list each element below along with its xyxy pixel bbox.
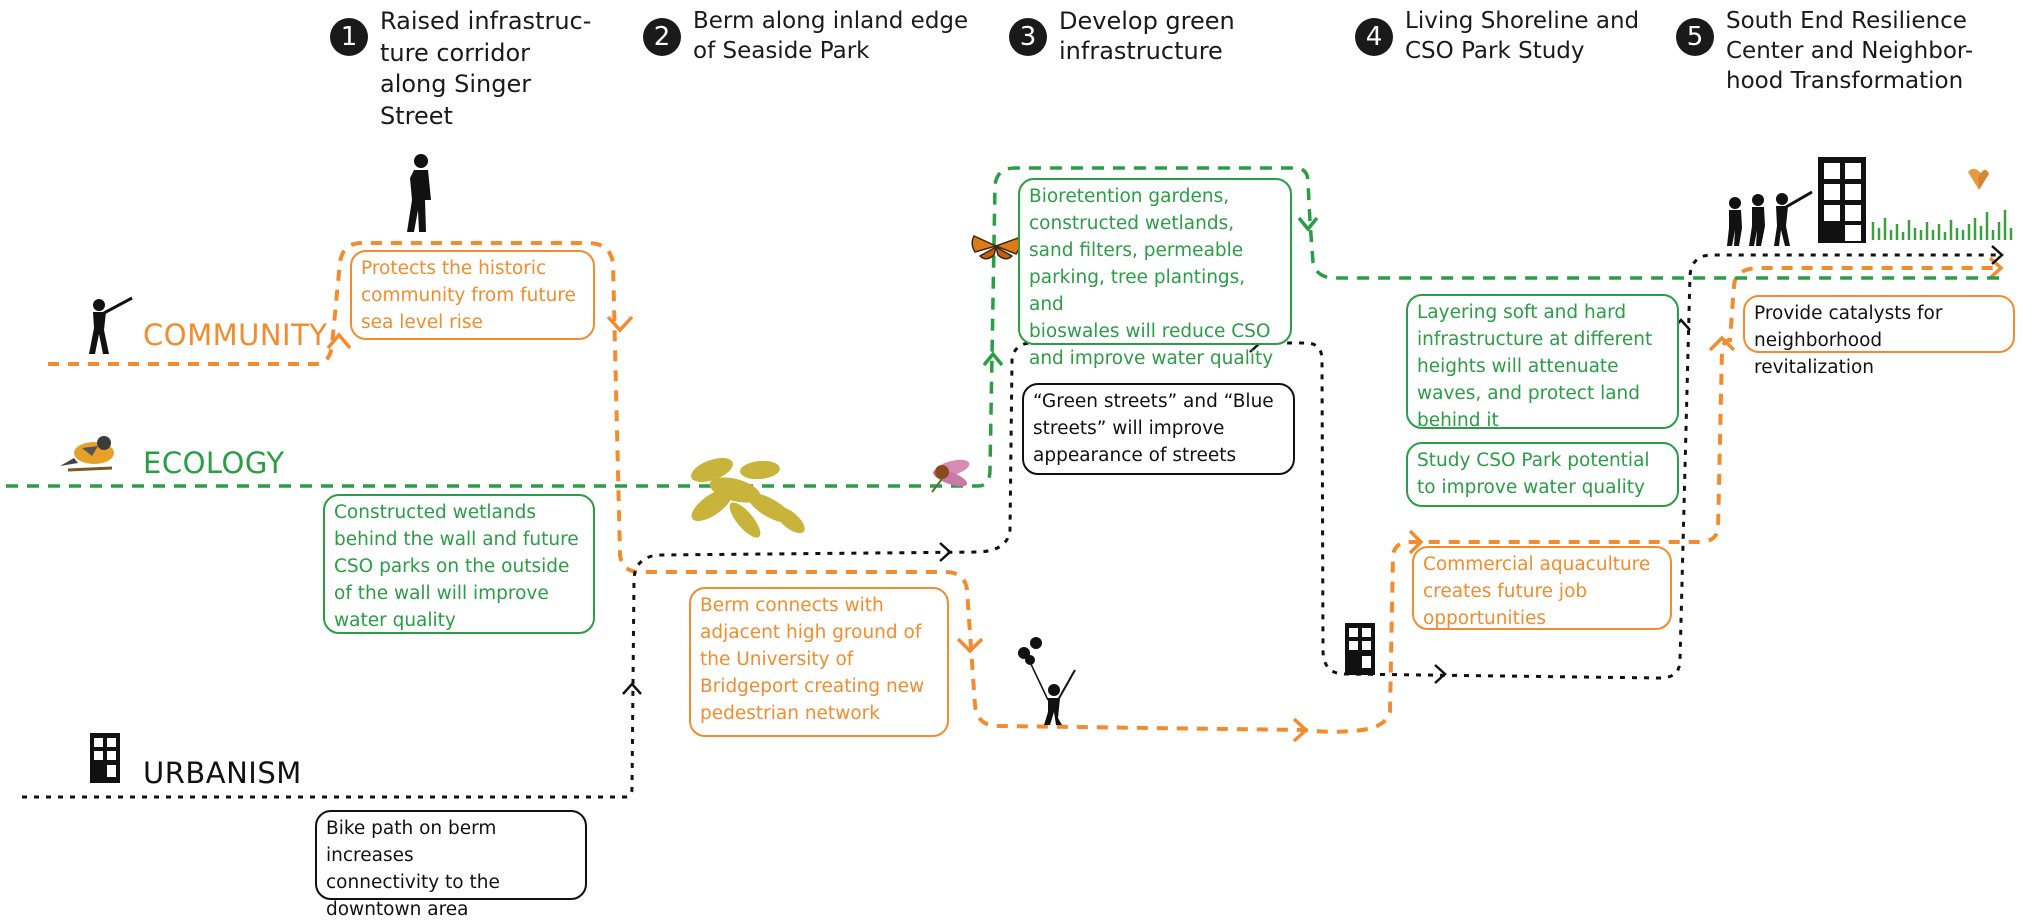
step-title: Raised infrastruc- ture corridor along S… bbox=[380, 7, 592, 130]
aquaculture-box: Commercial aquaculture creates future jo… bbox=[1412, 546, 1672, 630]
step-4: 4 Living Shoreline and CSO Park Study bbox=[1355, 6, 1665, 66]
building-icon bbox=[90, 733, 120, 783]
community-arrow-2 bbox=[606, 315, 634, 333]
berm-connects-box: Berm connects with adjacent high ground … bbox=[689, 587, 949, 737]
community-arrow-4 bbox=[1292, 717, 1309, 743]
ecology-arrow-2 bbox=[1297, 216, 1319, 232]
community-chevrons bbox=[326, 256, 2004, 743]
urbanism-arrow-1 bbox=[622, 682, 642, 695]
urbanism-arrow-4 bbox=[1434, 664, 1447, 684]
community-arrow-5 bbox=[1408, 529, 1424, 555]
butterfly-icon bbox=[1968, 168, 1989, 190]
grass-icon bbox=[1871, 210, 2013, 240]
lane-label-ecology: ECOLOGY bbox=[143, 446, 285, 480]
step-2: 2 Berm along inland edge of Seaside Park bbox=[643, 6, 983, 66]
study-cso-box: Study CSO Park potential to improve wate… bbox=[1406, 442, 1679, 507]
step-1: 1 Raised infrastruc- ture corridor along… bbox=[330, 6, 600, 132]
building-icon bbox=[1345, 623, 1375, 675]
green-streets-box: “Green streets” and “Blue streets” will … bbox=[1022, 383, 1295, 475]
building-icon bbox=[1818, 157, 1866, 243]
urbanism-arrow-6 bbox=[1991, 245, 2004, 265]
bird-icon bbox=[60, 436, 114, 472]
step-number-badge: 3 bbox=[1009, 18, 1047, 56]
diagram-canvas bbox=[6, 154, 2013, 799]
ecology-arrow-1 bbox=[982, 351, 1004, 367]
community-arrow-3 bbox=[956, 637, 984, 654]
community-path bbox=[48, 241, 1995, 734]
plant-fern-icon bbox=[691, 457, 805, 538]
group-of-people-icon bbox=[1727, 190, 1813, 246]
step-number-badge: 5 bbox=[1676, 18, 1714, 56]
layering-box: Layering soft and hard infrastructure at… bbox=[1406, 294, 1679, 431]
person-with-telescope-icon bbox=[89, 296, 133, 354]
step-title: Develop green infrastructure bbox=[1059, 7, 1235, 65]
step-title: Berm along inland edge of Seaside Park bbox=[693, 8, 969, 64]
coneflower-icon bbox=[931, 459, 970, 493]
community-arrow-1 bbox=[326, 332, 352, 350]
lane-label-community: COMMUNITY bbox=[143, 318, 328, 352]
protects-community-box: Protects the historic community from fut… bbox=[350, 250, 595, 340]
step-5: 5 South End Resilience Center and Neighb… bbox=[1676, 6, 2021, 96]
step-number-badge: 1 bbox=[330, 18, 368, 56]
step-title: Living Shoreline and CSO Park Study bbox=[1405, 8, 1640, 64]
person-with-balloons-icon bbox=[1018, 637, 1076, 725]
step-number-badge: 4 bbox=[1355, 18, 1393, 56]
urbanism-arrow-2 bbox=[939, 542, 952, 562]
step-3: 3 Develop green infrastructure bbox=[1009, 6, 1249, 66]
lane-label-urbanism: URBANISM bbox=[143, 756, 302, 790]
catalysts-box: Provide catalysts for neighborhood revit… bbox=[1743, 295, 2015, 378]
constructed-wetlands-box: Constructed wetlands behind the wall and… bbox=[323, 494, 595, 634]
person-walking-icon bbox=[407, 154, 431, 232]
step-title: South End Resilience Center and Neighbor… bbox=[1726, 8, 1974, 94]
community-arrow-6 bbox=[1708, 335, 1736, 352]
butterfly-icon bbox=[971, 235, 1021, 260]
bioretention-box: Bioretention gardens, constructed wetlan… bbox=[1018, 178, 1292, 369]
step-number-badge: 2 bbox=[643, 18, 681, 56]
ecology-chevrons bbox=[982, 216, 1319, 367]
bike-path-box: Bike path on berm increases connectivity… bbox=[315, 810, 587, 920]
